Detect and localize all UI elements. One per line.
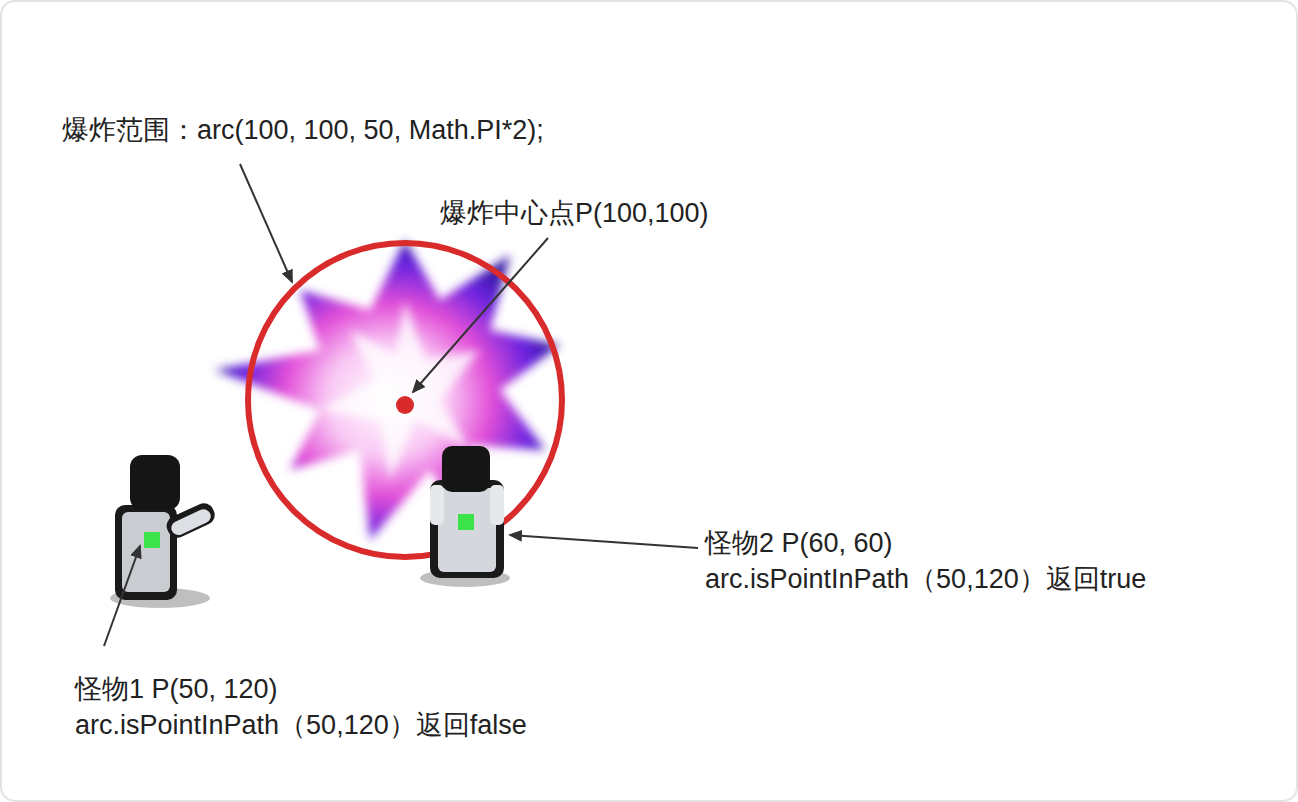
callout-label: 怪物1 P(50, 120) bbox=[75, 672, 278, 706]
leader-line bbox=[104, 546, 140, 646]
callout-label: 爆炸中心点P(100,100) bbox=[440, 196, 709, 230]
callout-label: arc.isPointInPath（50,120）返回false bbox=[75, 708, 527, 742]
callout-label: 怪物2 P(60, 60) bbox=[705, 526, 893, 560]
leader-line bbox=[413, 238, 548, 392]
leader-line bbox=[510, 535, 698, 548]
monster-2 bbox=[420, 446, 510, 587]
explosion bbox=[215, 240, 560, 560]
center-dot bbox=[396, 396, 414, 414]
blast-range-circle bbox=[248, 243, 562, 557]
callout-label: 爆炸范围：arc(100, 100, 50, Math.PI*2); bbox=[62, 113, 544, 147]
leader-line bbox=[240, 164, 292, 282]
callout-label: arc.isPointInPath（50,120）返回true bbox=[705, 562, 1146, 596]
